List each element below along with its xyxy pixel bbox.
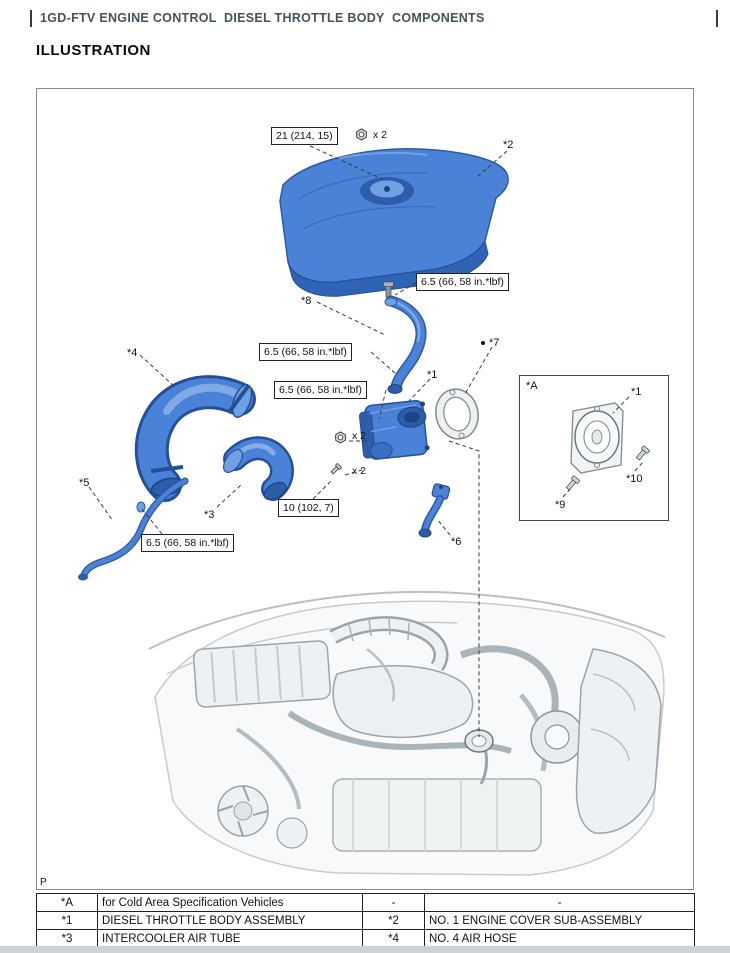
leader-lines [88,145,644,737]
part-label-gasket-text: *7 [489,337,500,349]
desc-cell: for Cold Area Specification Vehicles [97,893,363,912]
part-label-gasket: *7 [481,337,499,349]
torque-callout-clamp-a: 6.5 (66, 58 in.*lbf) [416,273,509,291]
ref-cell: *4 [362,929,425,948]
components-table: *A for Cold Area Specification Vehicles … [36,893,695,948]
air-hose-part [78,477,189,581]
cold-area-detail-box [519,375,669,521]
table-row: *1 DIESEL THROTTLE BODY ASSEMBLY *2 NO. … [36,911,695,930]
throttle-body-part [358,399,430,460]
detail-bolt9-icon [565,475,580,491]
corner-label: P [40,877,47,888]
part-label-engine-cover: *2 [503,139,514,151]
air-tube-part [134,375,256,502]
detail-bolt10-icon [635,445,650,461]
ref-cell: *2 [362,911,425,930]
illustration-frame: 21 (214, 15) 6.5 (66, 58 in.*lbf) 6.5 (6… [36,88,694,890]
ref-cell: *3 [36,929,98,948]
table-row: *A for Cold Area Specification Vehicles … [36,893,695,912]
part-label-pipe: *8 [301,295,312,307]
header-left-bar [30,10,32,27]
detail-part-label-bolt9: *9 [555,499,566,511]
detail-throttle-body-art [565,402,650,491]
part-label-throttle-body: *1 [427,369,438,381]
part-label-air-tube: *4 [127,347,138,359]
quantity-label-body-bolts: x 2 [352,465,367,477]
torque-callout-clamp-c: 6.5 (66, 58 in.*lbf) [274,381,367,399]
ref-cell: *A [36,893,98,912]
torque-callout-cover-nut: 21 (214, 15) [271,127,338,145]
desc-cell: NO. 1 ENGINE COVER SUB-ASSEMBLY [424,911,695,930]
gasket-part [435,388,479,440]
bottom-strip [0,946,730,953]
desc-cell: DIESEL THROTTLE BODY ASSEMBLY [97,911,363,930]
torque-callout-clamp-b: 6.5 (66, 58 in.*lbf) [259,343,352,361]
ref-cell: - [362,893,425,912]
torque-callout-clamp-d: 6.5 (66, 58 in.*lbf) [141,534,234,552]
part-label-hose: *5 [79,477,90,489]
exploded-diagram-svg [78,145,666,876]
engine-bay-art [148,590,666,876]
part-label-sensor: *6 [451,536,462,548]
table-row: *3 INTERCOOLER AIR TUBE *4 NO. 4 AIR HOS… [36,929,695,948]
gasket-marker-dot [481,341,485,346]
page-title: 1GD-FTV ENGINE CONTROL DIESEL THROTTLE B… [40,11,485,25]
part-label-intercooler-tube: *3 [204,509,215,521]
torque-callout-bolt: 10 (102, 7) [278,499,339,517]
ref-cell: *1 [36,911,98,930]
section-heading: ILLUSTRATION [36,42,151,59]
water-bypass-pipe-part [383,281,427,394]
desc-cell: - [424,893,695,912]
desc-cell: INTERCOOLER AIR TUBE [97,929,363,948]
intercooler-air-tube-part [222,436,294,501]
detail-part-label-throttle-body: *1 [631,386,642,398]
detail-part-label-bolt10: *10 [626,473,643,485]
desc-cell: NO. 4 AIR HOSE [424,929,695,948]
sensor-hose-part [418,483,451,538]
header-right-bar [716,10,718,27]
quantity-label-body-nuts: x 2 [352,430,367,442]
detail-box-label: *A [526,380,538,392]
quantity-label-cover-nuts: x 2 [373,129,388,141]
